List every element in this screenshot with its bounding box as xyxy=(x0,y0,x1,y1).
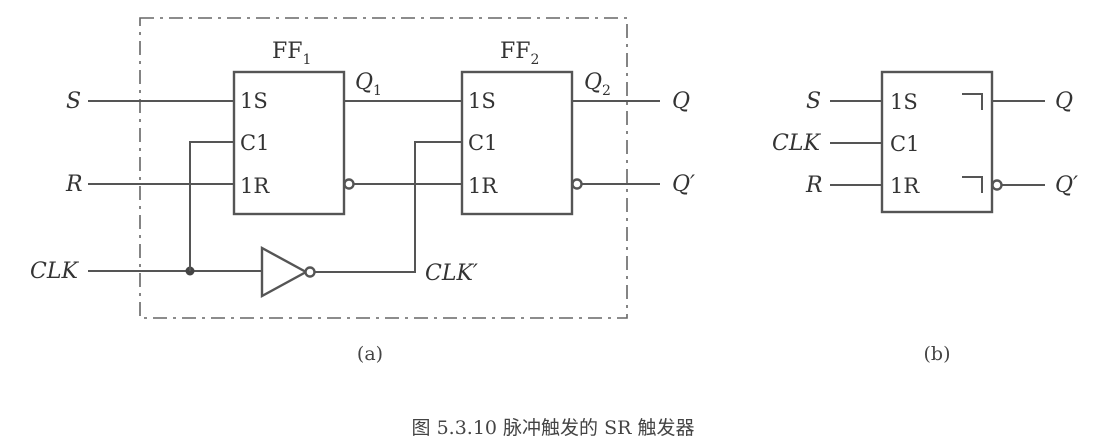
ff2-pin-c1: C1 xyxy=(468,131,497,155)
symbol-pin-1s: 1S xyxy=(890,90,918,114)
symbol-input-clk-label: CLK xyxy=(772,131,821,156)
symbol-pin-c1: C1 xyxy=(890,132,919,156)
q1-label: Q1 xyxy=(355,70,382,99)
symbol-output-q-label: Q xyxy=(1055,89,1073,114)
postponed-output-mark-qn xyxy=(962,176,983,193)
ff1-qn-bubble xyxy=(343,178,355,190)
inverter-bubble xyxy=(304,266,316,278)
ff2-qn-bubble xyxy=(571,178,583,190)
input-r-label: R xyxy=(65,172,83,197)
circuit-b: 1S C1 1R S CLK R Q Q′ xyxy=(772,70,1078,214)
ff2-box xyxy=(460,70,574,216)
output-qn-label: Q′ xyxy=(672,172,695,197)
clk-inverted-label: CLK′ xyxy=(425,261,478,286)
symbol-input-r-label: R xyxy=(805,173,823,198)
wire-clk-to-ff1-c1 xyxy=(189,141,234,271)
symbol-qn-bubble xyxy=(991,179,1003,191)
inverter-gate xyxy=(260,245,309,299)
ff2-pin-1s: 1S xyxy=(468,89,496,113)
subfigure-b-label: (b) xyxy=(924,343,951,365)
ff1-box xyxy=(232,70,346,216)
ff1-pin-1s: 1S xyxy=(240,89,268,113)
input-s-label: S xyxy=(66,89,81,114)
q2-label: Q2 xyxy=(584,70,611,99)
ff2-title: FF2 xyxy=(500,39,539,68)
symbol-output-qn-label: Q′ xyxy=(1055,173,1078,198)
input-clk-label: CLK xyxy=(30,259,79,284)
subfigure-a-label: (a) xyxy=(357,343,383,365)
postponed-output-mark-q xyxy=(962,93,983,110)
ff2-pin-1r: 1R xyxy=(468,174,498,198)
ff1-pin-c1: C1 xyxy=(240,131,269,155)
circuit-a: FF1 1S C1 1R FF2 1S C1 1R S R CLK CLK′ Q… xyxy=(30,17,695,319)
sr-ff-symbol-box xyxy=(880,70,994,214)
symbol-pin-1r: 1R xyxy=(890,174,920,198)
output-q-label: Q xyxy=(672,89,690,114)
wire-clk-inverted xyxy=(315,141,462,273)
ff1-title: FF1 xyxy=(272,39,311,68)
figure-caption: 图 5.3.10 脉冲触发的 SR 触发器 xyxy=(412,417,695,439)
symbol-input-s-label: S xyxy=(806,89,821,114)
ff1-pin-1r: 1R xyxy=(240,174,270,198)
enclosure-dashed xyxy=(139,17,628,319)
